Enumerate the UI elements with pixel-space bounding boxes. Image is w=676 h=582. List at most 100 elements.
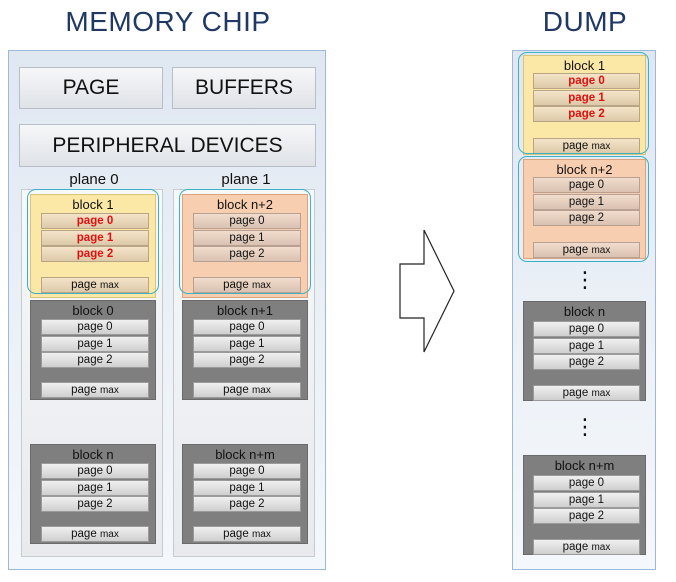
page-2: page 2	[41, 352, 149, 368]
page-max: page max	[193, 382, 301, 398]
page-0: page 0	[41, 463, 149, 479]
page-max-word: page	[562, 140, 589, 152]
page-max: page max	[41, 277, 149, 293]
page-max: page max	[193, 526, 301, 542]
page-0: page 0	[533, 73, 640, 89]
block-title: block n+m	[554, 458, 615, 473]
page-1: page 1	[533, 338, 640, 354]
page-1: page 1	[193, 336, 301, 352]
page-2: page 2	[41, 496, 149, 512]
page-0: page 0	[533, 475, 640, 491]
page-max: page max	[41, 382, 149, 398]
page-max-suffix: max	[591, 245, 611, 256]
page-2: page 2	[41, 246, 149, 262]
plane0-block-n: block n page 0 page 1 page 2 page max	[30, 444, 156, 544]
plane-1: block n+2 page 0 page 1 page 2 page max …	[173, 189, 315, 557]
dump-block-n2: block n+2 page 0 page 1 page 2 page max	[523, 159, 646, 259]
page-max-word: page	[223, 279, 249, 291]
plane0-block1-highlight	[27, 189, 159, 294]
page-1: page 1	[533, 194, 640, 210]
page-2: page 2	[533, 508, 640, 524]
page-box: PAGE	[19, 67, 163, 109]
buffers-box-label: BUFFERS	[194, 76, 293, 99]
page-1: page 1	[41, 230, 149, 246]
page-max-suffix: max	[99, 385, 119, 396]
plane0-block-1: block 1 page 0 page 1 page 2 page max	[30, 194, 156, 298]
page-2: page 2	[193, 496, 301, 512]
ellipsis-2: ⋮	[574, 414, 596, 439]
peripheral-devices-box: PERIPHERAL DEVICES	[19, 124, 316, 167]
page-max-word: page	[71, 279, 97, 291]
dump-panel: block 1 page 0 page 1 page 2 page max bl…	[512, 50, 656, 570]
plane1-block-nm: block n+m page 0 page 1 page 2 page max	[182, 444, 308, 544]
dump-block-1: block 1 page 0 page 1 page 2 page max	[523, 55, 646, 155]
page-max: page max	[41, 526, 149, 542]
page-max-suffix: max	[591, 542, 611, 553]
page-max-word: page	[562, 541, 589, 553]
page-2: page 2	[533, 106, 640, 122]
page-max-suffix: max	[591, 141, 611, 152]
block-title: block 0	[72, 303, 114, 318]
page-0: page 0	[533, 177, 640, 193]
page-1: page 1	[193, 480, 301, 496]
page-max-word: page	[562, 387, 589, 399]
plane1-block-n2: block n+2 page 0 page 1 page 2 page max	[182, 194, 308, 298]
plane-1-label: plane 1	[221, 171, 271, 188]
page-max: page max	[533, 385, 640, 401]
page-max-word: page	[223, 528, 249, 540]
page-max-suffix: max	[251, 385, 271, 396]
page-max-suffix: max	[99, 529, 119, 540]
page-max: page max	[533, 539, 640, 555]
page-max: page max	[193, 277, 301, 293]
block-title: block 1	[563, 58, 606, 73]
dump-block-n: block n page 0 page 1 page 2 page max	[523, 301, 646, 401]
page-0: page 0	[193, 319, 301, 335]
block-title: block n	[563, 304, 606, 319]
page-box-label: PAGE	[62, 76, 120, 99]
memory-chip-panel: PAGE BUFFERS PERIPHERAL DEVICES plane 0 …	[8, 50, 326, 570]
dump-block-nm: block n+m page 0 page 1 page 2 page max	[523, 455, 646, 555]
block-title: block 1	[72, 197, 114, 212]
buffers-box: BUFFERS	[172, 67, 316, 109]
page-0: page 0	[193, 213, 301, 229]
page-1: page 1	[533, 492, 640, 508]
right-arrow-icon	[399, 229, 455, 353]
page-max-word: page	[562, 244, 589, 256]
dump-title: DUMP	[542, 6, 628, 37]
peripheral-devices-label: PERIPHERAL DEVICES	[52, 133, 283, 157]
block-title: block n+m	[215, 447, 275, 462]
page-0: page 0	[193, 463, 301, 479]
memory-chip-title: MEMORY CHIP	[65, 6, 271, 37]
dump-blockn2-highlight	[518, 156, 649, 262]
dump-block1-highlight	[518, 52, 649, 154]
page-2: page 2	[533, 354, 640, 370]
page-2: page 2	[193, 246, 301, 262]
page-max: page max	[533, 242, 640, 258]
page-max-word: page	[223, 384, 249, 396]
block-title: block n+2	[556, 162, 613, 177]
page-2: page 2	[533, 210, 640, 226]
page-0: page 0	[41, 213, 149, 229]
plane1-block-n1: block n+1 page 0 page 1 page 2 page max	[182, 300, 308, 400]
plane0-block-0: block 0 page 0 page 1 page 2 page max	[30, 300, 156, 400]
page-max-word: page	[71, 528, 97, 540]
plane-0-label: plane 0	[69, 171, 119, 188]
block-title: block n+1	[216, 303, 273, 318]
page-max-suffix: max	[251, 280, 271, 291]
page-max-word: page	[71, 384, 97, 396]
page-1: page 1	[533, 90, 640, 106]
page-max-suffix: max	[591, 388, 611, 399]
block-title: block n	[72, 447, 114, 462]
page-max-suffix: max	[99, 280, 119, 291]
page-1: page 1	[193, 230, 301, 246]
block-title: block n+2	[216, 197, 273, 212]
ellipsis-1: ⋮	[574, 267, 596, 292]
plane-0: block 1 page 0 page 1 page 2 page max bl…	[21, 189, 163, 557]
page-0: page 0	[533, 321, 640, 337]
page-1: page 1	[41, 336, 149, 352]
page-max-suffix: max	[251, 529, 271, 540]
page-2: page 2	[193, 352, 301, 368]
page-0: page 0	[41, 319, 149, 335]
page-1: page 1	[41, 480, 149, 496]
plane1-blockn2-highlight	[179, 189, 311, 294]
